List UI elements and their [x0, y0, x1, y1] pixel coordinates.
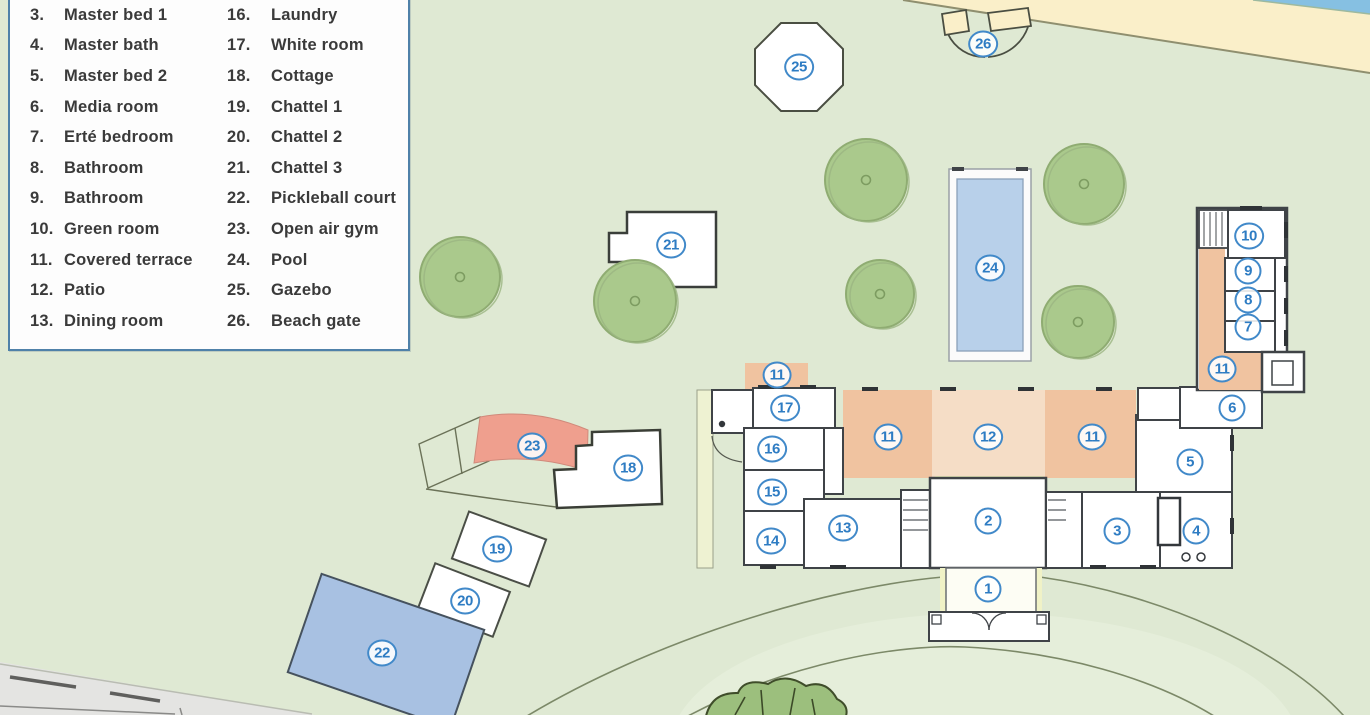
- legend-item-label: Open air gym: [270, 219, 379, 238]
- driveway-lawn-circle: [679, 613, 1291, 715]
- tree: [593, 259, 679, 344]
- legend-item-label: Laundry: [270, 5, 338, 24]
- legend-item-8: 8. Bathroom: [30, 153, 227, 184]
- legend-item-number: 17.: [226, 36, 251, 55]
- legend-item-label: Chattel 2: [270, 128, 343, 147]
- legend-item-label: White room: [270, 36, 364, 55]
- legend-item-number: 18.: [226, 66, 251, 85]
- legend-item-19: 19. Chattel 1: [227, 92, 408, 123]
- pool-shape: [948, 167, 1032, 362]
- legend-column-1: 3. Master bed 1 4. Master bath 5. Master bed …: [30, 0, 227, 337]
- sink: [1181, 552, 1191, 562]
- legend-item-24: 24. Pool: [227, 245, 408, 276]
- legend-item-number: 4.: [30, 36, 45, 55]
- legend-item-label: Master bed 2: [64, 66, 168, 85]
- legend-item-number: 5.: [30, 66, 45, 85]
- sink: [1196, 552, 1206, 562]
- legend-panel: 3. Master bed 1 4. Master bath 5. Master bed …: [8, 0, 410, 351]
- legend-item-label: Green room: [64, 219, 160, 238]
- legend-item-25: 25. Gazebo: [227, 275, 408, 306]
- legend-item-label: Beach gate: [270, 311, 361, 330]
- legend-column-2: 16. Laundry 17. White room 18. Cottage 19. Chat…: [227, 0, 408, 337]
- legend-item-16: 16. Laundry: [227, 0, 408, 31]
- tree: [824, 138, 910, 223]
- legend-item-17: 17. White room: [227, 31, 408, 62]
- legend-item-label: Patio: [64, 281, 106, 300]
- cottage-shape: [552, 428, 664, 510]
- legend-item-number: 22.: [226, 189, 251, 208]
- legend-item-4: 4. Master bath: [30, 31, 227, 62]
- legend-item-11: 11. Covered terrace: [30, 245, 227, 276]
- legend-item-label: Gazebo: [270, 281, 332, 300]
- beach-boundary-line: [902, 0, 1370, 74]
- legend-item-label: Bathroom: [64, 189, 144, 208]
- patio-shape: [932, 390, 1045, 478]
- legend-item-26: 26. Beach gate: [227, 306, 408, 337]
- legend-item-number: 26.: [226, 311, 251, 330]
- legend-item-label: Covered terrace: [64, 250, 193, 269]
- ocean-edge-line: [1252, 0, 1370, 15]
- legend-item-number: 23.: [226, 219, 251, 238]
- legend-item-20: 20. Chattel 2: [227, 122, 408, 153]
- curved-wall: [711, 435, 743, 463]
- road: [0, 662, 315, 715]
- gazebo-shape: [754, 22, 844, 112]
- legend-item-number: 21.: [226, 158, 251, 177]
- legend-item-label: Media room: [64, 97, 159, 116]
- legend-item-21: 21. Chattel 3: [227, 153, 408, 184]
- legend-item-number: 25.: [226, 281, 251, 300]
- legend-item-12: 12. Patio: [30, 275, 227, 306]
- legend-item-label: Master bath: [64, 36, 159, 55]
- legend-item-number: 11.: [30, 250, 53, 269]
- legend-item-5: 5. Master bed 2: [30, 61, 227, 92]
- legend-item-label: Dining room: [64, 311, 164, 330]
- legend-item-label: Cottage: [270, 66, 334, 85]
- legend-item-label: Pickleball court: [270, 189, 397, 208]
- legend-item-22: 22. Pickleball court: [227, 184, 408, 215]
- driveway-arcs: [527, 576, 1345, 715]
- legend-item-number: 24.: [226, 250, 251, 269]
- legend-item-label: Master bed 1: [64, 5, 168, 24]
- legend-item-label: Bathroom: [64, 158, 144, 177]
- legend-item-label: Chattel 1: [270, 97, 343, 116]
- stairs-ticks-left: [903, 499, 928, 531]
- legend-item-number: 8.: [30, 158, 45, 177]
- legend-item-13: 13. Dining room: [30, 306, 227, 337]
- beach-gate-shape: [940, 6, 1033, 58]
- legend-item-18: 18. Cottage: [227, 61, 408, 92]
- legend-item-9: 9. Bathroom: [30, 184, 227, 215]
- legend-item-number: 20.: [226, 128, 251, 147]
- left-wing: [711, 387, 931, 569]
- legend-item-number: 7.: [30, 128, 45, 147]
- stairs-ticks-right: [1048, 499, 1066, 521]
- legend-item-label: Erté bedroom: [64, 128, 174, 147]
- fixture-dot: [718, 420, 726, 428]
- trees: [419, 138, 1127, 360]
- legend-item-number: 13.: [30, 311, 54, 330]
- legend-item-label: Pool: [270, 250, 308, 269]
- tree: [1043, 143, 1127, 226]
- legend-item-number: 10.: [30, 219, 54, 238]
- legend-item-label: Chattel 3: [270, 158, 343, 177]
- legend-item-number: 9.: [30, 189, 45, 208]
- legend-item-23: 23. Open air gym: [227, 214, 408, 245]
- legend-item-3: 3. Master bed 1: [30, 0, 227, 31]
- large-tree: [705, 677, 848, 715]
- legend-item-number: 6.: [30, 97, 45, 116]
- legend-item-number: 12.: [30, 281, 54, 300]
- legend-item-7: 7. Erté bedroom: [30, 122, 227, 153]
- legend-item-6: 6. Media room: [30, 92, 227, 123]
- west-courtyard-strip: [696, 389, 714, 569]
- legend-item-10: 10. Green room: [30, 214, 227, 245]
- legend-item-number: 16.: [226, 5, 251, 24]
- tree: [845, 259, 917, 330]
- legend-item-number: 19.: [226, 97, 251, 116]
- tree: [1041, 285, 1117, 360]
- legend-item-number: 3.: [30, 5, 45, 24]
- central-hall: [928, 476, 1050, 642]
- tree: [419, 236, 503, 319]
- closet: [1156, 496, 1182, 547]
